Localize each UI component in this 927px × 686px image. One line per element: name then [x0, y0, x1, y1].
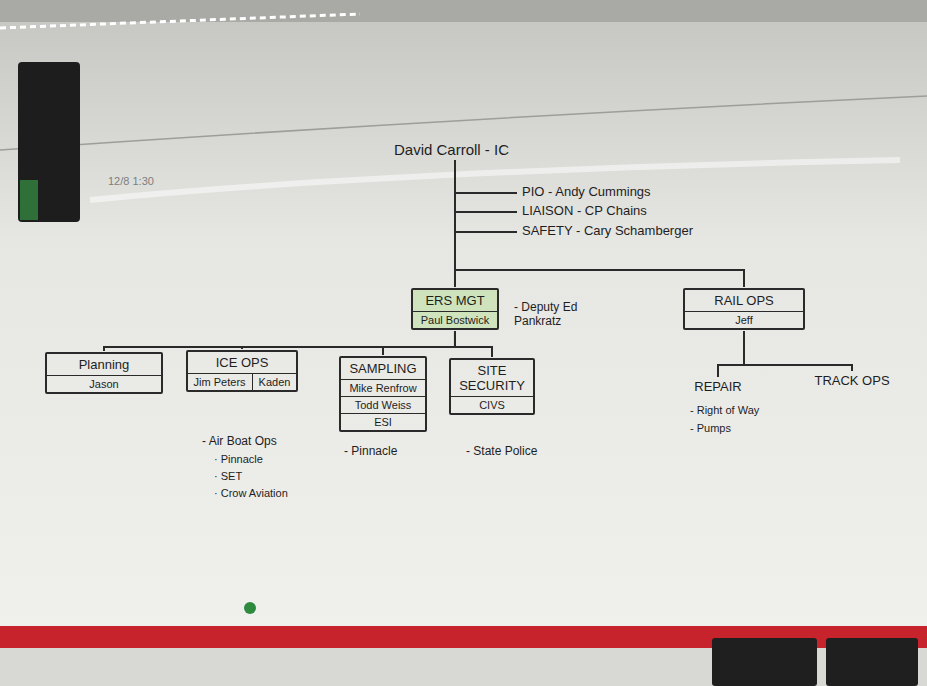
note-text: - Deputy Ed Pankratz — [514, 300, 614, 328]
box-heading: SITE SECURITY — [451, 360, 533, 396]
org-connector — [455, 331, 492, 357]
box-heading: David Carroll - IC — [392, 140, 511, 159]
branch-box: SITE SECURITYCIVS — [449, 358, 535, 415]
note-text: - State Police — [466, 444, 537, 458]
section-box: ERS MGTPaul Bostwick — [411, 288, 499, 330]
member-name: Paul Bostwick — [413, 311, 497, 328]
note-text: - Right of Way — [690, 404, 759, 416]
staff-ticks — [455, 175, 517, 240]
box-heading: ERS MGT — [413, 290, 497, 311]
note-text: LIAISON - CP Chains — [522, 203, 647, 218]
box-heading: SAMPLING — [341, 358, 424, 379]
box-heading: TRACK OPS — [812, 372, 891, 389]
box-heading: RAIL OPS — [685, 290, 803, 311]
note-text: - Air Boat Ops — [202, 434, 277, 448]
branch-box: PlanningJason — [45, 352, 163, 394]
speaker — [712, 638, 817, 686]
tick-line — [455, 211, 517, 213]
member-name: Jim Peters — [188, 374, 252, 390]
eraser-holder — [18, 62, 80, 222]
speaker — [826, 638, 918, 686]
note-text: · Crow Aviation — [214, 487, 288, 499]
commander-name: David Carroll - IC — [392, 140, 511, 159]
member-name: Jason — [47, 375, 161, 392]
member-name: CIVS — [451, 396, 533, 413]
box-heading: ICE OPS — [188, 352, 297, 373]
note-text: PIO - Andy Cummings — [522, 184, 651, 199]
ceiling-strip — [0, 0, 927, 22]
date-note: 12/8 1:30 — [108, 175, 154, 187]
note-text: SAFETY - Cary Schamberger — [522, 223, 693, 238]
org-connector — [455, 160, 744, 287]
marker — [20, 180, 38, 220]
unit-name: REPAIR — [692, 378, 743, 395]
member-name: Mike Renfrow — [341, 379, 424, 396]
note-text: · Pinnacle — [214, 453, 263, 465]
glare — [90, 160, 900, 200]
light-reflection — [0, 14, 360, 28]
branch-box: SAMPLINGMike RenfrowTodd WeissESI — [339, 356, 426, 432]
branch-box: ICE OPSJim PetersKaden — [186, 350, 299, 392]
org-connector — [744, 331, 852, 371]
name-row: Jim PetersKaden — [188, 373, 297, 390]
note-text: - Pumps — [690, 422, 731, 434]
box-heading: REPAIR — [692, 378, 743, 395]
org-connector — [383, 331, 455, 355]
note-text: - Pinnacle — [344, 444, 397, 458]
member-name: Todd Weiss — [341, 396, 424, 413]
member-name: Kaden — [252, 374, 297, 390]
org-connector — [718, 331, 744, 377]
box-heading: Planning — [47, 354, 161, 375]
member-name: Jeff — [685, 311, 803, 328]
unit-name: TRACK OPS — [812, 372, 891, 389]
magnet-dot — [244, 602, 256, 614]
member-name: ESI — [341, 413, 424, 430]
tick-line — [455, 192, 517, 194]
tick-line — [455, 231, 517, 233]
section-box: RAIL OPSJeff — [683, 288, 805, 330]
note-text: · SET — [214, 470, 242, 482]
